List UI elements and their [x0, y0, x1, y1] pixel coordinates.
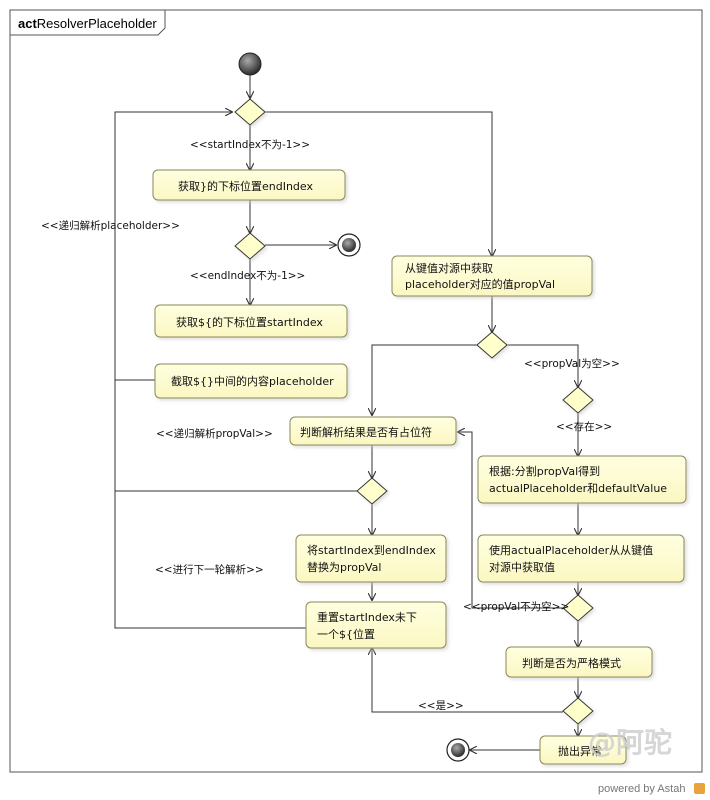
- frame-keyword: act: [18, 16, 37, 31]
- decision-prop-val-not-empty: [562, 594, 594, 622]
- action-lookup-prop-val-line2: placeholder对应的值propVal: [405, 277, 555, 291]
- edge-recursive-propval-loop: [458, 432, 563, 609]
- frame-title: actResolverPlaceholder: [18, 16, 157, 31]
- guard-is-yes: <<是>>: [418, 700, 464, 712]
- frame-name: ResolverPlaceholder: [37, 16, 158, 31]
- decision-has-placeholder: [356, 477, 388, 505]
- action-replace-line1: 将startIndex到endIndex: [307, 544, 436, 557]
- guard-prop-val-empty: <<propVal为空>>: [524, 357, 620, 370]
- decision-exists: [562, 386, 594, 414]
- edge-decision-to-lookup: [265, 111, 492, 256]
- edge-next-round-loop: [114, 491, 306, 629]
- action-get-end-index-label: 获取}的下标位置endIndex: [178, 179, 313, 193]
- guard-exists: <<存在>>: [556, 420, 612, 433]
- frame-tab: [9, 9, 166, 36]
- action-get-value-line1: 使用actualPlaceholder从从键值: [489, 543, 653, 557]
- guard-next-round: <<进行下一轮解析>>: [155, 563, 264, 576]
- guard-prop-val-not-empty: <<propVal不为空>>: [463, 600, 569, 613]
- watermark-text: @阿驼: [588, 726, 672, 759]
- action-replace-line2: 替换为propVal: [307, 560, 381, 574]
- action-check-has-placeholder-label: 判断解析结果是否有占位符: [300, 425, 432, 439]
- astah-logo-icon: [694, 783, 705, 794]
- guard-recursive-placeholder: <<递归解析placeholder>>: [41, 219, 180, 232]
- final-node-upper: [337, 233, 361, 257]
- action-get-start-index-label: 获取${的下标位置startIndex: [176, 315, 323, 329]
- final-node-lower: [446, 738, 470, 762]
- action-replace-with-prop-val: 将startIndex到endIndex 替换为propVal: [295, 534, 447, 583]
- decision-strict: [562, 697, 594, 725]
- action-reset-start-index: 重置startIndex未下 一个${位置: [305, 601, 447, 649]
- connectors: [114, 75, 578, 750]
- decision-prop-val-empty: [476, 331, 508, 359]
- decision-nodes: [234, 98, 594, 725]
- edge-decision-to-exists: [507, 344, 578, 387]
- action-get-value-with-actual: 使用actualPlaceholder从从键值 对源中获取值: [477, 534, 685, 583]
- action-get-value-line2: 对源中获取值: [489, 560, 555, 574]
- action-extract-placeholder-label: 截取${}中间的内容placeholder: [171, 374, 334, 388]
- action-split-prop-val: 根据:分割propVal得到 actualPlaceholder和default…: [477, 455, 687, 504]
- decision-start-index: [234, 98, 266, 126]
- guard-recursive-prop-val: <<递归解析propVal>>: [156, 427, 273, 440]
- edge-decision-to-check-placeholder: [372, 344, 477, 415]
- action-extract-placeholder: 截取${}中间的内容placeholder: [154, 363, 348, 399]
- action-throw-exception: 抛出异常: [539, 735, 627, 765]
- action-lookup-prop-val: 从键值对源中获取 placeholder对应的值propVal: [391, 255, 593, 297]
- guard-end-index-not-neg: <<endIndex不为-1>>: [190, 270, 305, 282]
- action-check-strict-mode: 判断是否为严格模式: [505, 646, 653, 678]
- action-lookup-prop-val-line1: 从键值对源中获取: [405, 261, 493, 275]
- action-throw-exception-label: 抛出异常: [558, 744, 602, 758]
- action-check-has-placeholder: 判断解析结果是否有占位符: [289, 416, 457, 446]
- action-split-prop-val-line2: actualPlaceholder和defaultValue: [489, 482, 667, 495]
- action-reset-line2: 一个${位置: [317, 627, 375, 641]
- powered-by-label: powered by Astah: [598, 783, 685, 795]
- action-get-end-index: 获取}的下标位置endIndex: [152, 169, 346, 201]
- initial-node: [238, 52, 262, 76]
- edge-recursive-placeholder-loop: [114, 112, 232, 381]
- decision-end-index: [234, 232, 266, 260]
- action-get-start-index: 获取${的下标位置startIndex: [154, 304, 348, 338]
- guard-start-index-not-neg: <<startIndex不为-1>>: [190, 139, 310, 151]
- edge-decision-to-reset: [372, 648, 563, 713]
- action-check-strict-mode-label: 判断是否为严格模式: [522, 656, 621, 670]
- action-reset-line1: 重置startIndex未下: [317, 610, 417, 624]
- action-split-prop-val-line1: 根据:分割propVal得到: [489, 464, 600, 478]
